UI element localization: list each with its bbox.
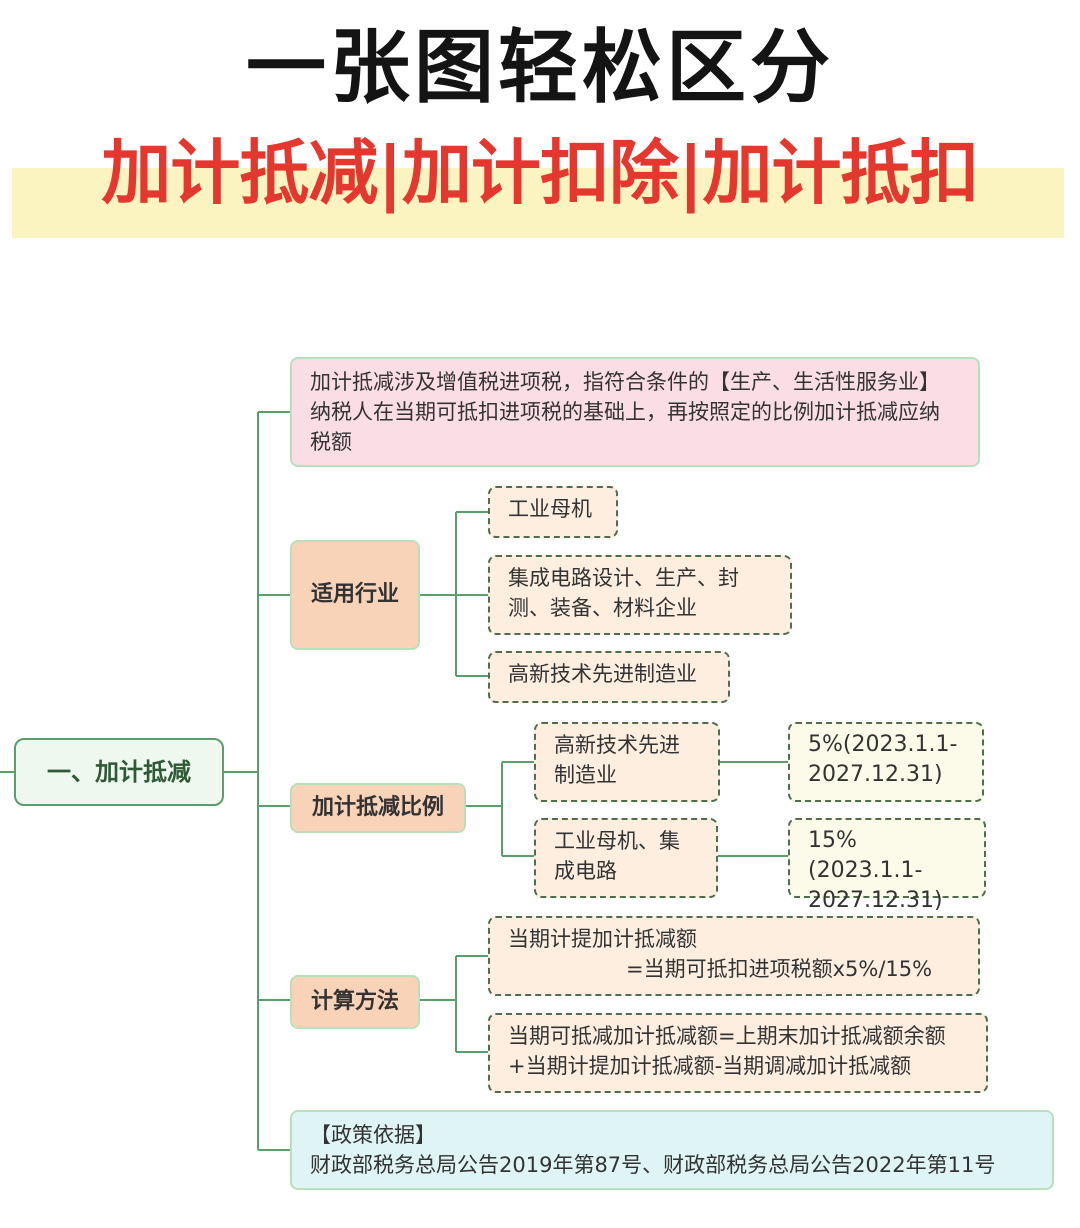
root-node: 一、加计抵减 xyxy=(14,738,224,806)
industries-node: 适用行业 xyxy=(290,540,420,650)
formula-box: 当期可抵减加计抵减额=上期末加计抵减额余额+当期计提加计抵减额-当期调减加计抵减… xyxy=(488,1013,988,1093)
definition-box: 加计抵减涉及增值税进项税，指符合条件的【生产、生活性服务业】纳税人在当期可抵扣进… xyxy=(290,357,980,467)
ratio-type: 工业母机、集成电路 xyxy=(534,818,718,898)
industry-item: 工业母机 xyxy=(488,486,618,538)
ratio-node: 加计抵减比例 xyxy=(290,783,466,833)
formula-line: 当期计提加计抵减额 xyxy=(508,927,697,951)
page-subtitle: 加计抵减|加计扣除|加计抵扣 xyxy=(101,132,979,214)
policy-box: 【政策依据】 财政部税务总局公告2019年第87号、财政部税务总局公告2022年… xyxy=(290,1110,1054,1190)
ratio-type: 高新技术先进制造业 xyxy=(534,722,720,802)
ratio-rate: 15%(2023.1.1-2027.12.31) xyxy=(788,818,986,913)
industry-item: 高新技术先进制造业 xyxy=(488,651,730,703)
formula-box: 当期计提加计抵减额 =当期可抵扣进项税额x5%/15% xyxy=(488,916,980,996)
formula-line: =当期可抵扣进项税额x5%/15% xyxy=(626,957,933,981)
policy-heading: 【政策依据】 xyxy=(310,1123,436,1147)
industry-item: 集成电路设计、生产、封测、装备、材料企业 xyxy=(488,555,792,635)
ratio-rate: 5%(2023.1.1-2027.12.31) xyxy=(788,722,984,802)
page-title: 一张图轻松区分 xyxy=(246,21,834,114)
method-node: 计算方法 xyxy=(290,975,420,1029)
policy-text: 财政部税务总局公告2019年第87号、财政部税务总局公告2022年第11号 xyxy=(310,1153,996,1177)
subtitle-highlight-band xyxy=(12,168,1064,238)
